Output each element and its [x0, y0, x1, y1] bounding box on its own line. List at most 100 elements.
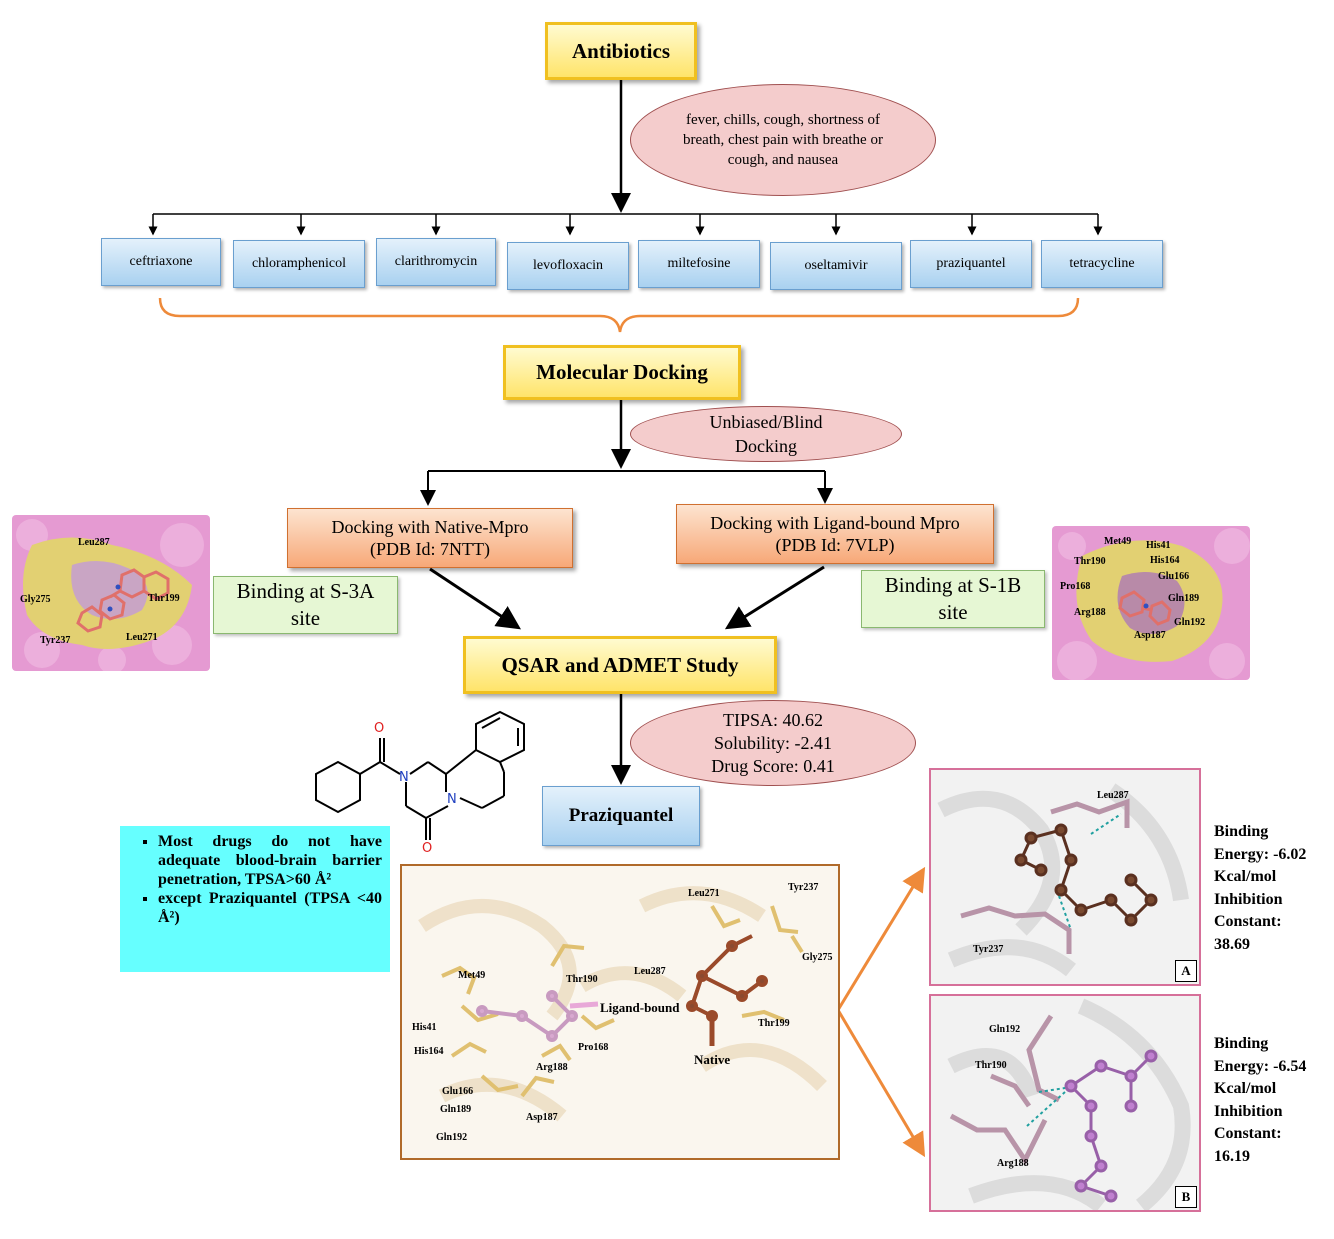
panel-a-residue: Leu287: [1097, 790, 1129, 801]
center-residue: Pro168: [578, 1042, 609, 1053]
center-residue: Tyr237: [788, 882, 819, 893]
center-residue: His41: [412, 1022, 437, 1033]
binding-s1b-text: Binding at S-1B site: [884, 573, 1022, 624]
surface-residue: Gly275: [20, 594, 51, 605]
drug-box-praziquantel: praziquantel: [910, 240, 1032, 288]
panel-b-residue: Arg188: [997, 1158, 1029, 1169]
surface-residue: Thr199: [148, 593, 180, 604]
panel-b-letter: B: [1175, 1186, 1197, 1208]
energy-line: Energy: -6.02: [1214, 845, 1307, 863]
panel-b-drawing: [947, 998, 1191, 1210]
energy-line: 16.19: [1214, 1147, 1250, 1165]
center-residue: Leu287: [634, 966, 666, 977]
drug-label: chloramphenicol: [251, 256, 347, 271]
panel-a-image: Leu287 Tyr237 A: [929, 768, 1201, 986]
surface-image-s3a: Leu287 Gly275 Thr199 Tyr237 Leu271: [12, 515, 210, 671]
energy-line: Binding: [1214, 823, 1269, 840]
surface-residue: Asp187: [1134, 630, 1166, 641]
surface-residue: His41: [1146, 540, 1171, 551]
molecular-docking-box: Molecular Docking: [503, 345, 741, 400]
binding-energy-a: Binding Energy: -6.02 Kcal/mol Inhibitio…: [1214, 821, 1332, 956]
surface-residue: Glu166: [1158, 571, 1190, 582]
energy-line: 38.69: [1214, 935, 1250, 953]
drug-box-tetracycline: tetracycline: [1041, 240, 1163, 288]
svg-text:O: O: [374, 721, 384, 736]
center-residue: Met49: [458, 970, 486, 981]
bbb-note: Most drugs do not have adequate blood-br…: [120, 826, 390, 972]
qsar-admet-box: QSAR and ADMET Study: [463, 636, 777, 694]
binding-s3a-box: Binding at S-3A site: [213, 576, 398, 634]
native-mpro-box: Docking with Native-Mpro (PDB Id: 7NTT): [287, 508, 573, 568]
drug-score-value: Drug Score: 0.41: [711, 755, 835, 776]
ligand-bound-label: Ligand-bound: [600, 1000, 680, 1015]
surface-residue: Leu271: [126, 632, 158, 643]
surface-residue: Gln192: [1174, 617, 1206, 628]
molecular-docking-label: Molecular Docking: [536, 360, 708, 384]
surface-residue: Gln189: [1168, 593, 1200, 604]
antibiotics-label: Antibiotics: [571, 38, 670, 63]
surface-residue: His164: [1150, 555, 1180, 566]
note-item: Most drugs do not have adequate blood-br…: [158, 832, 382, 889]
native-mpro-line2: (PDB Id: 7NTT): [370, 539, 490, 559]
center-residue: Gln192: [436, 1132, 468, 1143]
energy-line: Energy: -6.54: [1214, 1057, 1307, 1075]
panel-b-residue: Gln192: [989, 1024, 1021, 1035]
binding-energy-b: Binding Energy: -6.54 Kcal/mol Inhibitio…: [1214, 1033, 1332, 1168]
drug-box-ceftriaxone: ceftriaxone: [101, 238, 221, 286]
surface-residue: Leu287: [78, 537, 110, 548]
drug-label: tetracycline: [1069, 256, 1135, 271]
antibiotics-box: Antibiotics: [545, 22, 697, 80]
center-residue: Asp187: [526, 1112, 558, 1123]
docking-type-text: Unbiased/Blind Docking: [709, 412, 823, 456]
surface-s3a-drawing: [12, 515, 210, 671]
drug-box-clarithromycin: clarithromycin: [376, 238, 496, 286]
surface-image-s1b: Met49 His41 Thr190 His164 Glu166 Pro168 …: [1052, 526, 1250, 680]
panel-b-residue: Thr190: [975, 1060, 1007, 1071]
docking-type-oval: Unbiased/Blind Docking: [630, 406, 902, 462]
qsar-admet-label: QSAR and ADMET Study: [501, 652, 739, 677]
binding-s1b-box: Binding at S-1B site: [861, 570, 1045, 628]
ligand-mpro-line2: (PDB Id: 7VLP): [775, 535, 895, 555]
center-residue: Gly275: [802, 952, 833, 963]
energy-line: Inhibition: [1214, 890, 1283, 908]
energy-line: Kcal/mol: [1214, 1080, 1277, 1097]
svg-text:N: N: [399, 770, 409, 785]
native-mpro-line1: Docking with Native-Mpro: [331, 517, 529, 537]
center-binding-image: Leu271 Tyr237 Met49 Thr190 Leu287 Gly275…: [400, 864, 840, 1160]
praziquantel-structure: O N N O: [315, 710, 525, 854]
center-residue: Arg188: [536, 1062, 568, 1073]
result-praziquantel-box: Praziquantel: [542, 786, 700, 846]
binding-s3a-text: Binding at S-3A site: [236, 579, 375, 630]
surface-residue: Tyr237: [40, 635, 71, 646]
result-praziquantel-label: Praziquantel: [568, 805, 674, 826]
center-residue: Gln189: [440, 1104, 472, 1115]
drug-box-oseltamivir: oseltamivir: [770, 242, 902, 290]
energy-line: Constant:: [1214, 1125, 1282, 1142]
center-residue: His164: [414, 1046, 444, 1057]
panel-a-drawing: [937, 783, 1189, 977]
svg-text:N: N: [447, 792, 457, 807]
drug-label: oseltamivir: [804, 258, 868, 273]
drug-label: clarithromycin: [394, 254, 478, 269]
drug-box-chloramphenicol: chloramphenicol: [233, 240, 365, 288]
center-residue: Glu166: [442, 1086, 474, 1097]
energy-line: Constant:: [1214, 913, 1282, 930]
solubility-value: Solubility: -2.41: [713, 732, 832, 753]
center-residue: Leu271: [688, 888, 720, 899]
energy-line: Binding: [1214, 1035, 1269, 1052]
symptoms-text: fever, chills, cough, shortness of breat…: [683, 112, 883, 168]
panel-b-image: Gln192 Thr190 Arg188 B: [929, 994, 1201, 1212]
energy-line: Kcal/mol: [1214, 868, 1277, 885]
svg-text:O: O: [422, 841, 432, 854]
symptoms-oval: fever, chills, cough, shortness of breat…: [630, 84, 936, 196]
ligand-mpro-box: Docking with Ligand-bound Mpro (PDB Id: …: [676, 504, 994, 564]
surface-residue: Met49: [1104, 536, 1132, 547]
center-binding-drawing: [418, 886, 827, 1122]
surface-residue: Thr190: [1074, 556, 1106, 567]
properties-oval: TIPSA: 40.62 Solubility: -2.41 Drug Scor…: [630, 700, 916, 786]
energy-line: Inhibition: [1214, 1102, 1283, 1120]
drug-label: miltefosine: [667, 256, 731, 271]
drug-box-levofloxacin: levofloxacin: [507, 242, 629, 290]
drug-label: levofloxacin: [533, 258, 603, 273]
